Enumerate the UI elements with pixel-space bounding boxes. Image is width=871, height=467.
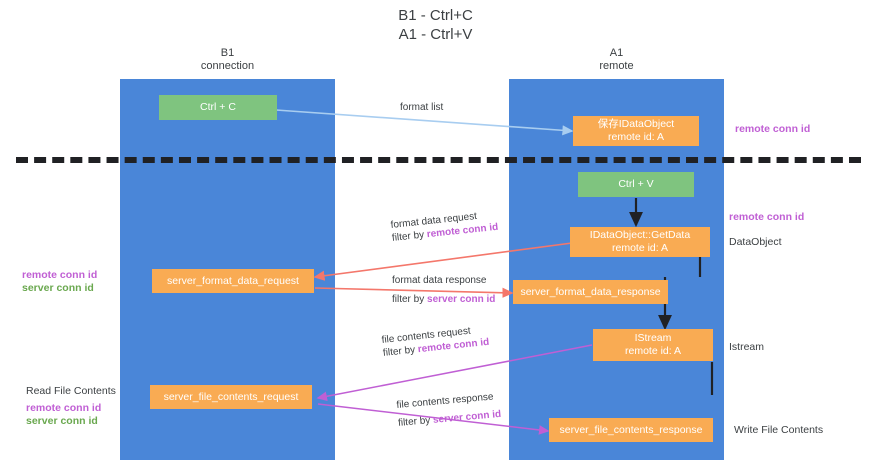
column-header-a1-role: remote (599, 60, 634, 72)
annotation-left-read-file-contents: Read File Contents (26, 385, 116, 397)
node-ctrl-v-label: Ctrl + V (618, 178, 654, 190)
annotation-left-server-conn-id-bottom: server conn id (26, 415, 98, 427)
node-ctrl-v[interactable]: Ctrl + V (578, 172, 694, 197)
edge-label-format-list-text: format list (400, 102, 444, 113)
node-istream-line1: IStream (634, 332, 672, 344)
phase-divider (16, 157, 861, 163)
edge-label-format-data-response: format data response filter by server co… (392, 274, 495, 306)
filter-key-server-conn-id: server conn id (427, 294, 496, 305)
title-line-1: B1 - Ctrl+C (398, 7, 473, 24)
filter-key-server-conn-id: server conn id (432, 408, 502, 426)
node-server-format-data-request-label: server_format_data_request (167, 274, 299, 287)
node-server-format-data-response[interactable]: server_format_data_response (513, 280, 668, 304)
edge-label-file-contents-response-filter: filter by server conn id (398, 408, 502, 430)
annotation-right-dataobject: DataObject (729, 236, 782, 248)
node-istream-line2: remote id: A (624, 345, 682, 357)
annotation-left-remote-conn-id-mid: remote conn id (22, 269, 98, 281)
filter-prefix: filter by (392, 294, 428, 305)
node-server-file-contents-response[interactable]: server_file_contents_response (549, 418, 713, 442)
title-line-2: A1 - Ctrl+V (398, 26, 473, 43)
annotation-right-remote-conn-id-top: remote conn id (735, 123, 811, 135)
filter-prefix: filter by (397, 414, 434, 429)
node-ctrl-c[interactable]: Ctrl + C (159, 95, 277, 120)
node-server-file-contents-request[interactable]: server_file_contents_request (150, 385, 312, 409)
node-save-idataobject-line1: 保存IDataObject (597, 118, 675, 130)
annotation-left-remote-conn-id-bottom: remote conn id (26, 402, 102, 414)
column-header-b1-name: B1 (220, 47, 235, 59)
column-header-b1-role: connection (200, 60, 255, 72)
column-header-a1-name: A1 (609, 47, 624, 59)
node-istream[interactable]: IStream remote id: A (593, 329, 713, 361)
column-header-b1: B1 connection (120, 47, 335, 73)
page-title: B1 - Ctrl+C A1 - Ctrl+V (0, 6, 871, 44)
annotation-right-remote-conn-id-mid: remote conn id (729, 211, 805, 223)
node-idataobject-getdata-line2: remote id: A (611, 242, 669, 254)
filter-prefix: filter by (391, 229, 428, 244)
edge-label-format-data-request: format data request filter by remote con… (390, 208, 499, 245)
node-save-idataobject[interactable]: 保存IDataObject remote id: A (573, 116, 699, 146)
node-idataobject-getdata[interactable]: IDataObject::GetData remote id: A (570, 227, 710, 257)
edge-label-format-list: format list (400, 101, 443, 114)
edge-label-format-data-response-filter: filter by server conn id (392, 293, 495, 306)
node-save-idataobject-line2: remote id: A (607, 131, 665, 143)
node-server-file-contents-response-label: server_file_contents_response (559, 423, 703, 436)
edge-label-format-data-response-text: format data response (392, 275, 487, 286)
edge-label-file-contents-response: file contents response filter by server … (396, 390, 502, 430)
node-ctrl-c-label: Ctrl + C (200, 101, 236, 113)
filter-prefix: filter by (382, 344, 419, 359)
node-idataobject-getdata-line1: IDataObject::GetData (589, 229, 691, 241)
column-header-a1: A1 remote (509, 47, 724, 73)
annotation-right-write-file-contents: Write File Contents (734, 424, 824, 436)
edge-label-file-contents-request: file contents request filter by remote c… (381, 323, 490, 360)
node-server-format-data-response-label: server_format_data_response (520, 285, 661, 298)
node-server-format-data-request[interactable]: server_format_data_request (152, 269, 314, 293)
annotation-right-istream: Istream (729, 341, 765, 353)
node-server-file-contents-request-label: server_file_contents_request (163, 390, 299, 403)
annotation-left-server-conn-id-mid: server conn id (22, 282, 94, 294)
